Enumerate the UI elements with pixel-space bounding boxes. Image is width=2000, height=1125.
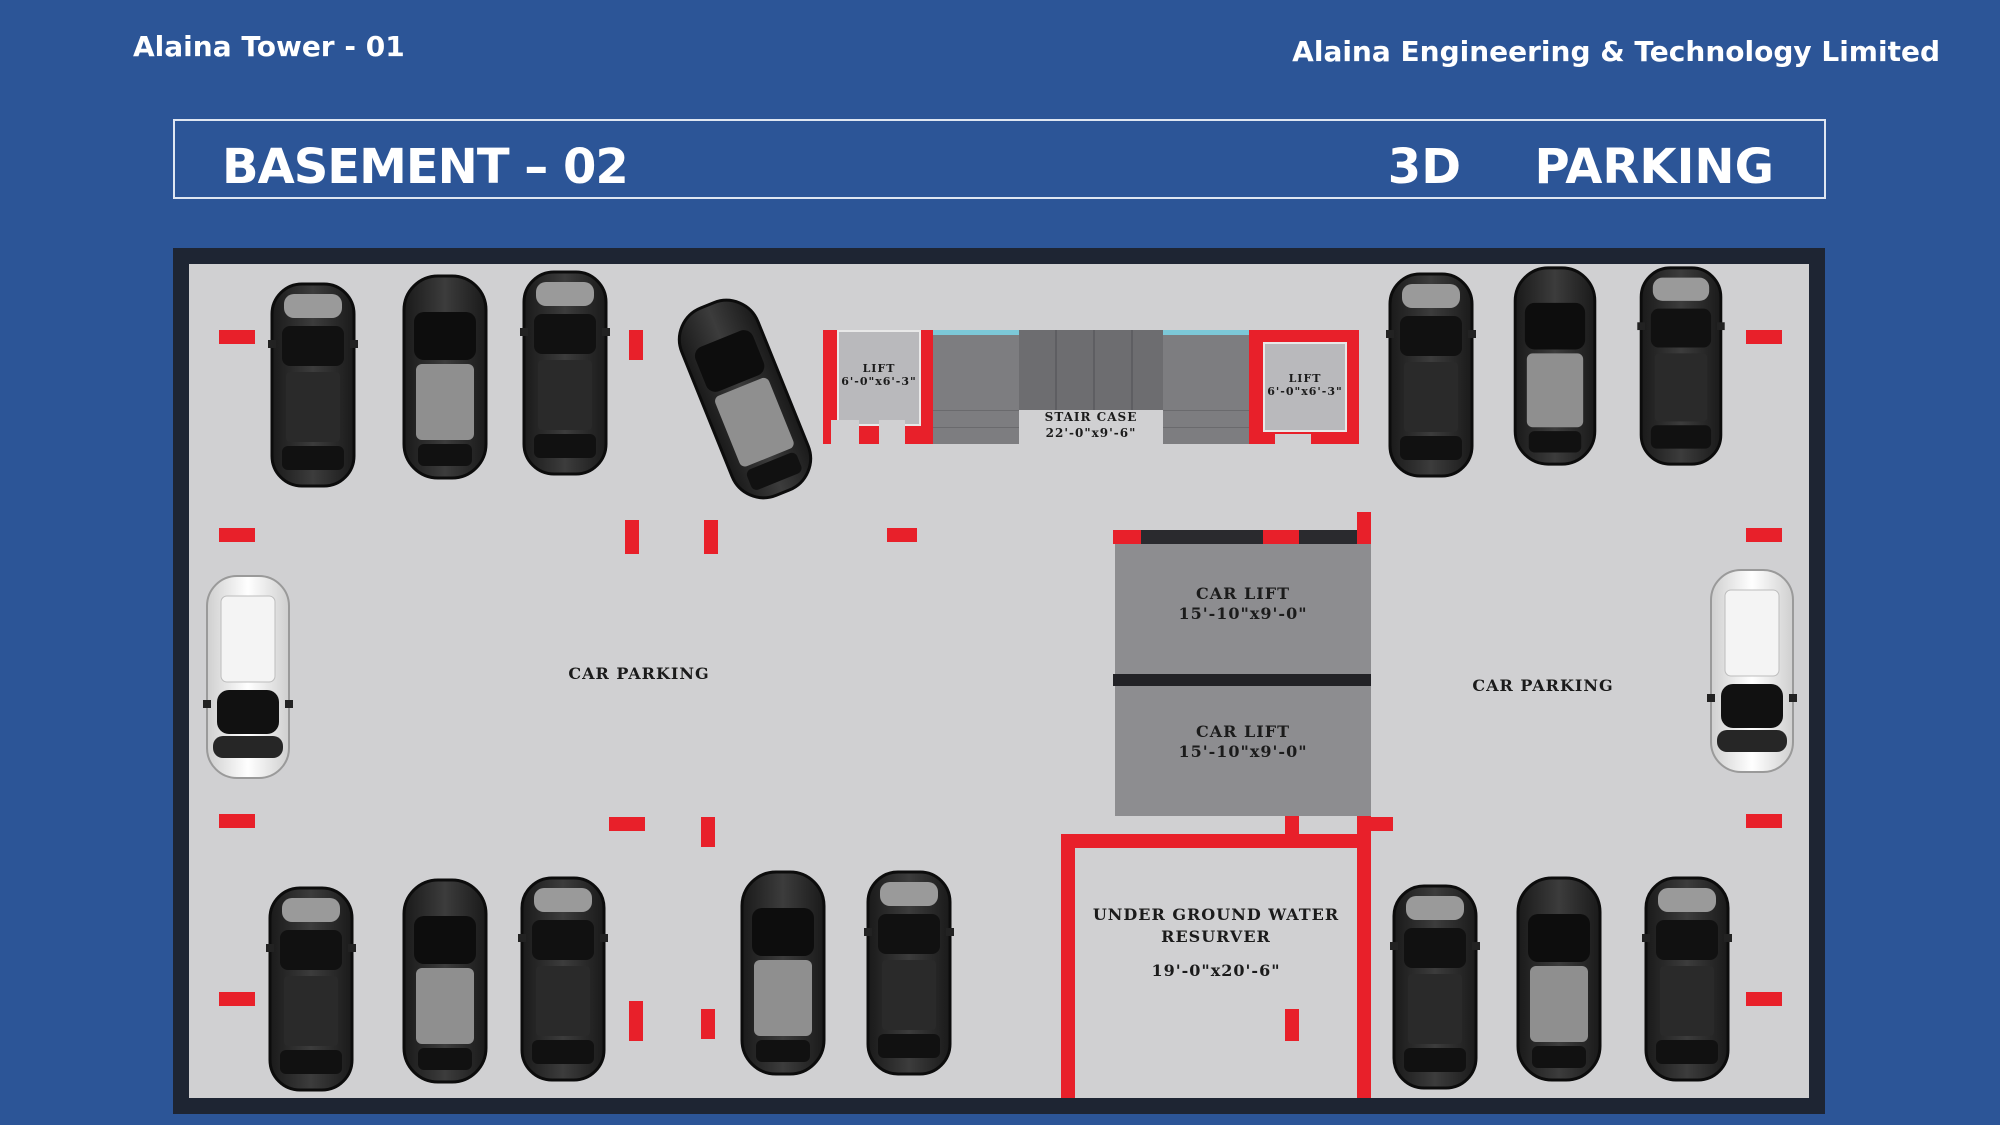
water-reservoir-size: 19'-0"x20'-6" [1151, 961, 1281, 980]
marker [219, 330, 255, 344]
car-icon [1509, 264, 1601, 468]
reservoir-wall-right [1357, 816, 1371, 1098]
lift-left-size: 6'-0"x6'-3" [841, 375, 917, 388]
marker [609, 817, 645, 831]
marker [1746, 992, 1782, 1006]
car-icon [519, 268, 611, 478]
marker [704, 520, 718, 554]
car-lift-1-name: CAR LIFT [1195, 584, 1290, 603]
marker [701, 817, 715, 847]
car-lift-2-name: CAR LIFT [1195, 722, 1290, 741]
parking-left-label: CAR PARKING [568, 664, 710, 683]
floor-plan: LIFT 6'-0"x6'-3" STAIR CASE 22'-0"x9'-6"… [189, 264, 1809, 1098]
car-icon [265, 884, 357, 1094]
car-icon [1385, 270, 1477, 480]
reservoir-wall-left [1061, 834, 1075, 1098]
water-reservoir: UNDER GROUND WATER RESURVER 19'-0"x20'-6… [1075, 848, 1357, 1098]
marker [1746, 528, 1782, 542]
marker [625, 520, 639, 554]
water-reservoir-name: UNDER GROUND WATER RESURVER [1092, 905, 1340, 946]
marker [219, 528, 255, 542]
marker [219, 814, 255, 828]
car-lift-2-size: 15'-10"x9'-0" [1178, 742, 1308, 761]
car-icon [663, 284, 827, 513]
marker [629, 1001, 643, 1041]
project-name: Alaina Tower - 01 [133, 30, 405, 63]
lift-right-name: LIFT [1288, 372, 1322, 385]
lift-left-name: LIFT [862, 362, 896, 375]
marker [887, 528, 917, 542]
car-lift-2: CAR LIFT 15'-10"x9'-0" [1115, 686, 1371, 816]
car-icon [267, 280, 359, 490]
marker [219, 992, 255, 1006]
marker [1285, 1009, 1299, 1041]
car-icon [399, 272, 491, 482]
car-icon [1635, 264, 1727, 468]
car-icon [1707, 566, 1797, 776]
floor-plan-frame: LIFT 6'-0"x6'-3" STAIR CASE 22'-0"x9'-6"… [173, 248, 1825, 1114]
view-title-3d: 3D [1387, 139, 1462, 195]
car-lift-1: CAR LIFT 15'-10"x9'-0" [1115, 544, 1371, 674]
parking-right-label: CAR PARKING [1472, 676, 1614, 695]
lift-right-size: 6'-0"x6'-3" [1267, 385, 1343, 398]
company-name: Alaina Engineering & Technology Limited [1292, 35, 1940, 68]
view-title: 3D PARKING [1388, 139, 1774, 195]
car-icon [517, 874, 609, 1084]
car-icon [399, 876, 491, 1086]
car-icon [203, 572, 293, 782]
car-icon [1513, 874, 1605, 1084]
car-icon [1389, 882, 1481, 1092]
car-lift-1-size: 15'-10"x9'-0" [1178, 604, 1308, 623]
car-icon [1641, 874, 1733, 1084]
title-bar: BASEMENT – 02 3D PARKING [173, 119, 1826, 199]
marker [1746, 814, 1782, 828]
marker [1746, 330, 1782, 344]
lift-left: LIFT 6'-0"x6'-3" [837, 330, 921, 426]
car-icon [863, 868, 955, 1078]
marker [629, 330, 643, 360]
car-icon [737, 868, 829, 1078]
reservoir-wall-top [1061, 834, 1357, 848]
lift-right: LIFT 6'-0"x6'-3" [1263, 342, 1347, 432]
stair-case-name: STAIR CASE [1044, 410, 1138, 424]
view-title-parking: PARKING [1534, 139, 1774, 195]
basement-title: BASEMENT – 02 [222, 139, 629, 195]
marker [701, 1009, 715, 1039]
stair-case-size: 22'-0"x9'-6" [1045, 426, 1137, 440]
